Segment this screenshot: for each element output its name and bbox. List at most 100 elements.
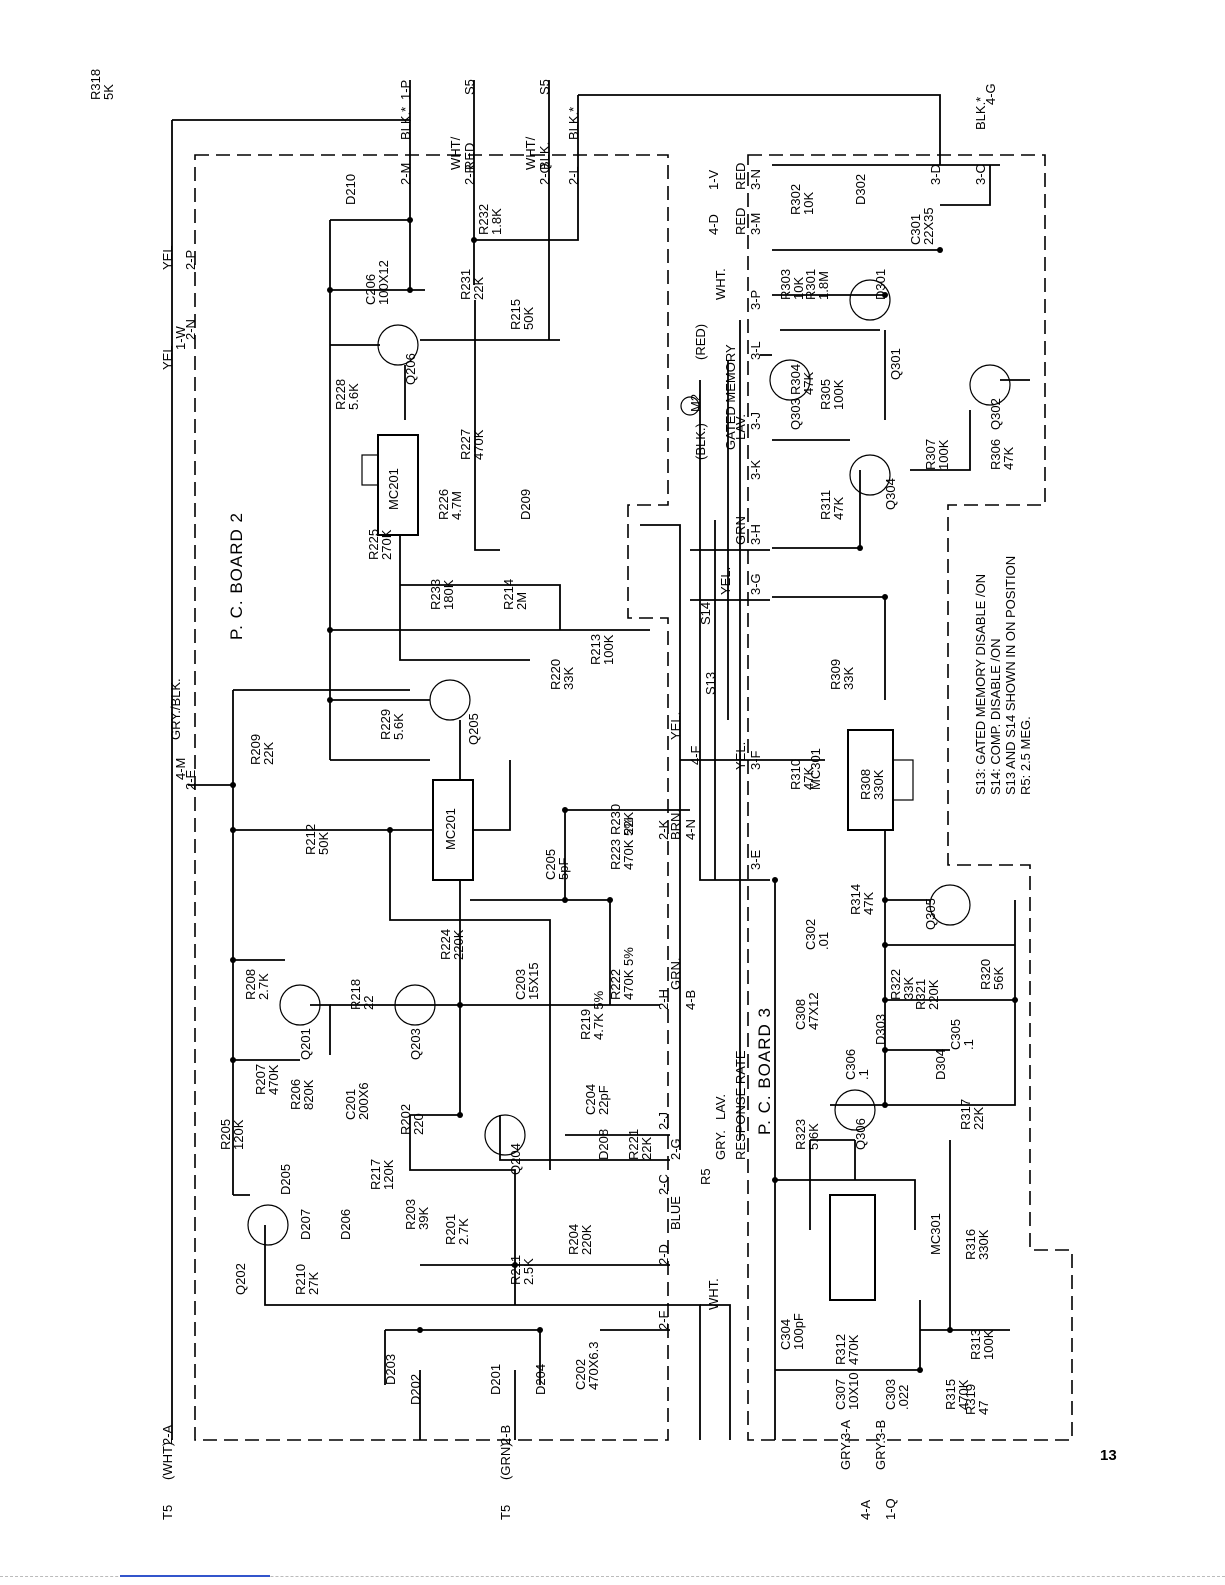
- connector-label: 2-E: [183, 769, 198, 790]
- component-value: .1: [856, 1069, 871, 1080]
- connector-label: WHT/: [448, 136, 463, 170]
- connector-label: M2: [688, 394, 703, 412]
- component-label: D205: [278, 1164, 293, 1195]
- connector-label: 3-M: [748, 213, 763, 235]
- component-ref: R233: [428, 579, 443, 610]
- connector-label: S5: [462, 79, 477, 95]
- component-label: S13: [703, 672, 718, 695]
- connector-label: 3-D: [928, 164, 943, 185]
- component-label: Q301: [888, 348, 903, 380]
- component-value: 10X10: [846, 1372, 861, 1410]
- component-label: MC201: [443, 808, 458, 850]
- component-ref: R202: [398, 1104, 413, 1135]
- component-value: 22K: [639, 1137, 654, 1160]
- component-ref: R209: [248, 734, 263, 765]
- component-ref: R227: [458, 429, 473, 460]
- component-ref: D304: [933, 1049, 948, 1080]
- component-value: 5.6K: [806, 1123, 821, 1150]
- ic-mc201-upper: [361, 434, 419, 536]
- component-value: 100pF: [791, 1313, 806, 1350]
- component-label: D210: [343, 174, 358, 205]
- connector-label: T5: [498, 1505, 513, 1520]
- component-label: Q205: [466, 713, 481, 745]
- component-ref: MC301: [928, 1213, 943, 1255]
- component-label: Q202: [233, 1263, 248, 1295]
- component-ref: R312: [833, 1334, 848, 1365]
- component-ref: R211: [508, 1255, 523, 1285]
- connector-label: 3-L: [748, 341, 763, 360]
- component-ref: R317: [958, 1099, 973, 1130]
- component-ref: R322: [888, 969, 903, 1000]
- component-value: 220K: [926, 979, 941, 1010]
- connector-label: GRY.: [838, 1440, 853, 1470]
- component-ref: MC301: [808, 748, 823, 790]
- component-ref: C302: [803, 919, 818, 950]
- component-label: D209: [518, 489, 533, 520]
- connector-label: 2-K: [656, 819, 671, 840]
- connector-label: GRY.: [713, 1130, 728, 1160]
- component-value: 22K: [261, 742, 276, 765]
- component-ref: R212: [303, 824, 318, 855]
- component-ref: R323: [793, 1119, 808, 1150]
- connector-label: 2-G: [668, 1138, 683, 1160]
- component-ref: C204: [583, 1084, 598, 1115]
- component-value: 2.5K: [521, 1258, 536, 1285]
- component-value: 5K: [101, 84, 116, 100]
- component-ref: R219: [578, 1009, 593, 1040]
- connector-label: WHT.: [706, 1278, 721, 1310]
- component-value: 50K: [316, 832, 331, 855]
- component-label: Q204: [508, 1143, 523, 1175]
- connector-label: 2-L: [566, 166, 581, 185]
- connector-label: 2-P: [183, 250, 198, 270]
- component-value: 33K: [841, 667, 856, 690]
- component-value: 270K: [379, 529, 394, 560]
- component-ref: R201: [443, 1214, 458, 1245]
- component-label: Q306: [853, 1118, 868, 1150]
- component-ref: S14: [698, 602, 713, 625]
- component-ref: R214: [501, 579, 516, 610]
- component-value: 100X12: [376, 260, 391, 305]
- component-value: 200X6: [356, 1082, 371, 1120]
- component-ref: R229: [378, 709, 393, 740]
- connector-label: WHT.: [713, 268, 728, 300]
- connector-label: BLK.*: [973, 97, 988, 130]
- ic-mc201-lower: [432, 779, 474, 881]
- component-value: 180K: [441, 579, 456, 610]
- component-value: 4.7K 5%: [591, 990, 606, 1040]
- component-value: 5.6K: [346, 383, 361, 410]
- component-ref: D201: [488, 1364, 503, 1395]
- connector-label: 3-N: [748, 169, 763, 190]
- component-ref: Q301: [888, 348, 903, 380]
- component-ref: R311: [818, 490, 833, 520]
- component-value: 22: [361, 996, 376, 1010]
- component-ref: R314: [848, 884, 863, 915]
- component-label: D301: [873, 269, 888, 300]
- component-value: 2.7K: [456, 1218, 471, 1245]
- component-ref: Q302: [988, 398, 1003, 430]
- page-number: 13: [1100, 1447, 1117, 1464]
- component-ref: R206: [288, 1079, 303, 1110]
- component-label: D304: [933, 1049, 948, 1080]
- connector-label: (GRN): [498, 1442, 513, 1480]
- connector-label: 3-B: [873, 1420, 888, 1440]
- component-value: 1.8K: [489, 208, 504, 235]
